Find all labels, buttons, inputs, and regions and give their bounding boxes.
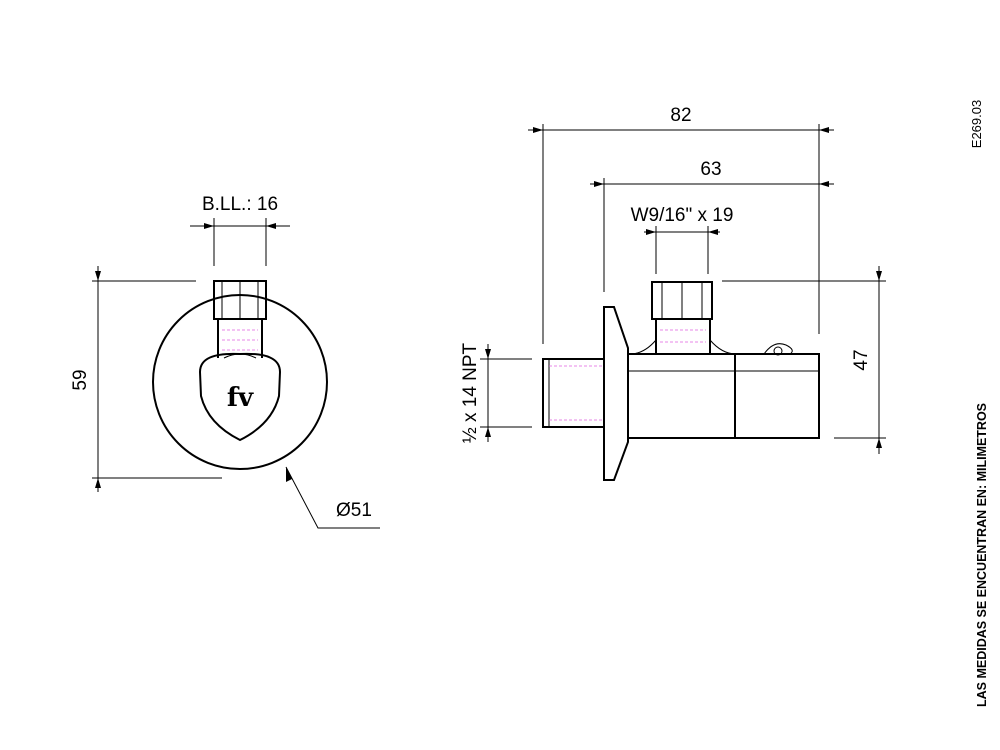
inlet-pipe [542,358,605,428]
brand-logo: fv [227,383,254,413]
handle-knob [763,343,793,355]
wall-flange [603,306,629,481]
units-note: LAS MEDIDAS SE ENCUENTRAN EN: MILIMETROS [974,403,989,707]
handle-shield [198,352,282,442]
side-height-label: 47 [851,349,872,370]
inlet-thread-label: ½ x 14 NPT [460,342,481,443]
valve-body [627,353,820,439]
overall-length-label: 82 [670,105,691,126]
escutcheon-circle [152,294,328,470]
diameter-label: Ø51 [336,500,372,521]
side-view: 82 63 W9/16" x 19 47 ½ x 14 NPT [460,105,886,481]
outlet-offset-label: 63 [700,159,721,180]
bll-dimension-label: B.LL.: 16 [202,194,278,215]
drawing-code: E269.03 [969,100,984,148]
front-view: fv B.LL.: 16 59 Ø51 [70,194,380,529]
outlet-thread-label: W9/16" x 19 [631,205,734,226]
front-height-label: 59 [70,369,91,390]
